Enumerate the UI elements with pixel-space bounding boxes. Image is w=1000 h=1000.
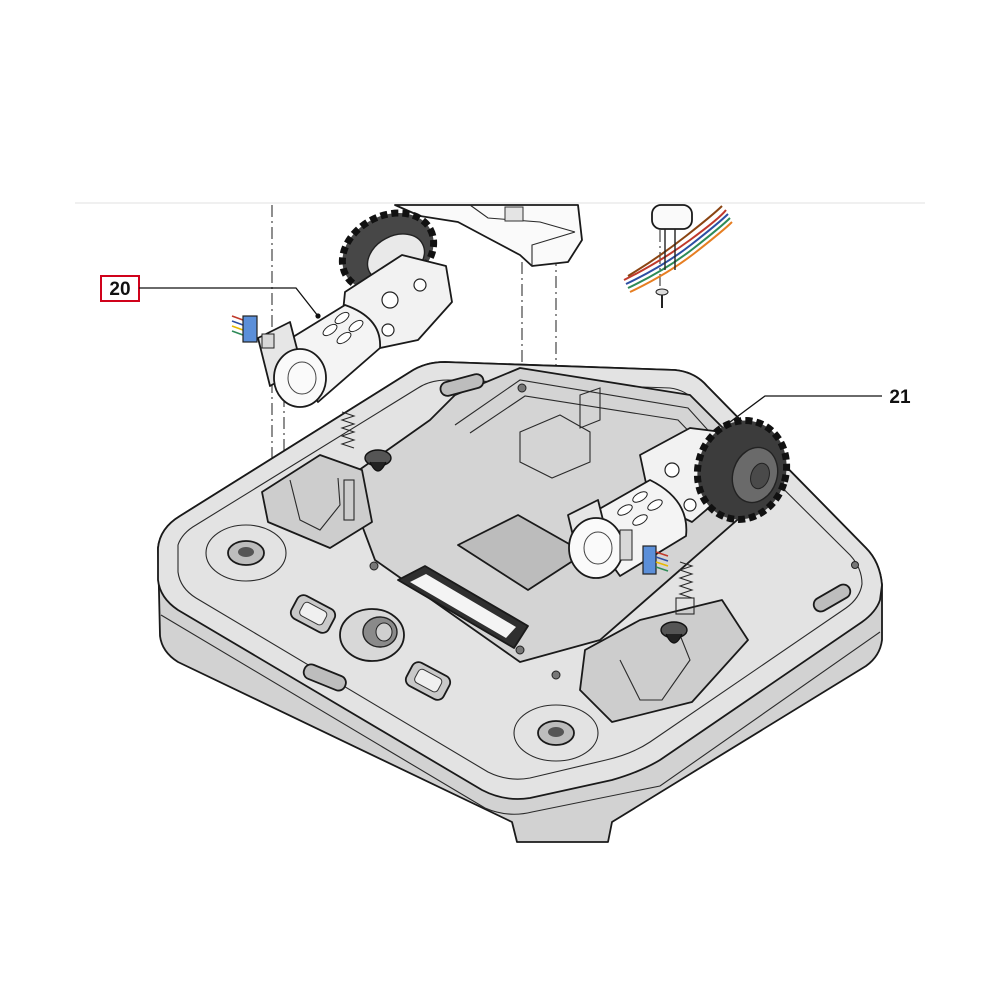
stud [515, 645, 525, 655]
grommet-left [364, 449, 392, 472]
slot-top [439, 373, 485, 397]
spring-right [678, 561, 694, 599]
callout-21-dot [723, 422, 729, 428]
mount-boss-left [205, 524, 287, 582]
callout-21-label: 21 [889, 387, 911, 408]
right-connector [642, 545, 669, 575]
callout-20-leader [139, 287, 319, 317]
right-wheel-tire [693, 417, 791, 523]
right-motor-endcap [568, 517, 624, 579]
callout-20: 20 [100, 275, 321, 319]
callout-20-dot [315, 313, 321, 319]
slot-front [302, 663, 347, 692]
screw-icon [655, 288, 669, 308]
right-well-post [675, 597, 695, 615]
left-well-post [343, 479, 355, 521]
left-wheel-module [231, 209, 453, 408]
stud [551, 670, 561, 680]
stud [851, 561, 859, 569]
callout-20-label: 20 [109, 279, 130, 300]
stud [517, 383, 527, 393]
right-wheel-module [567, 417, 791, 579]
front-pad-left [289, 594, 337, 634]
brush-roll [410, 574, 516, 638]
frame-block [519, 414, 591, 479]
callout-21-leader [725, 395, 882, 426]
mount-boss-right [513, 704, 599, 762]
front-pad-right [404, 661, 452, 701]
harness-connector [651, 204, 693, 230]
left-motor-endcap [273, 348, 327, 408]
right-wheel-well [579, 599, 749, 723]
left-wheel-well [261, 454, 373, 549]
spring-left [340, 411, 356, 449]
caster-wheel [339, 608, 405, 662]
chassis-skirt-groove [160, 614, 881, 815]
top-cover-bracket [394, 204, 583, 267]
slot-right [812, 583, 852, 613]
right-well-bracket [619, 634, 691, 701]
left-well-bracket [289, 477, 341, 531]
grommet-right [660, 621, 688, 644]
stud [369, 561, 379, 571]
callout-21: 21 [723, 387, 911, 428]
chassis-inner-rim [177, 379, 863, 780]
frame-block-2 [579, 387, 601, 429]
wire-harness [623, 204, 733, 308]
left-connector [231, 315, 258, 343]
